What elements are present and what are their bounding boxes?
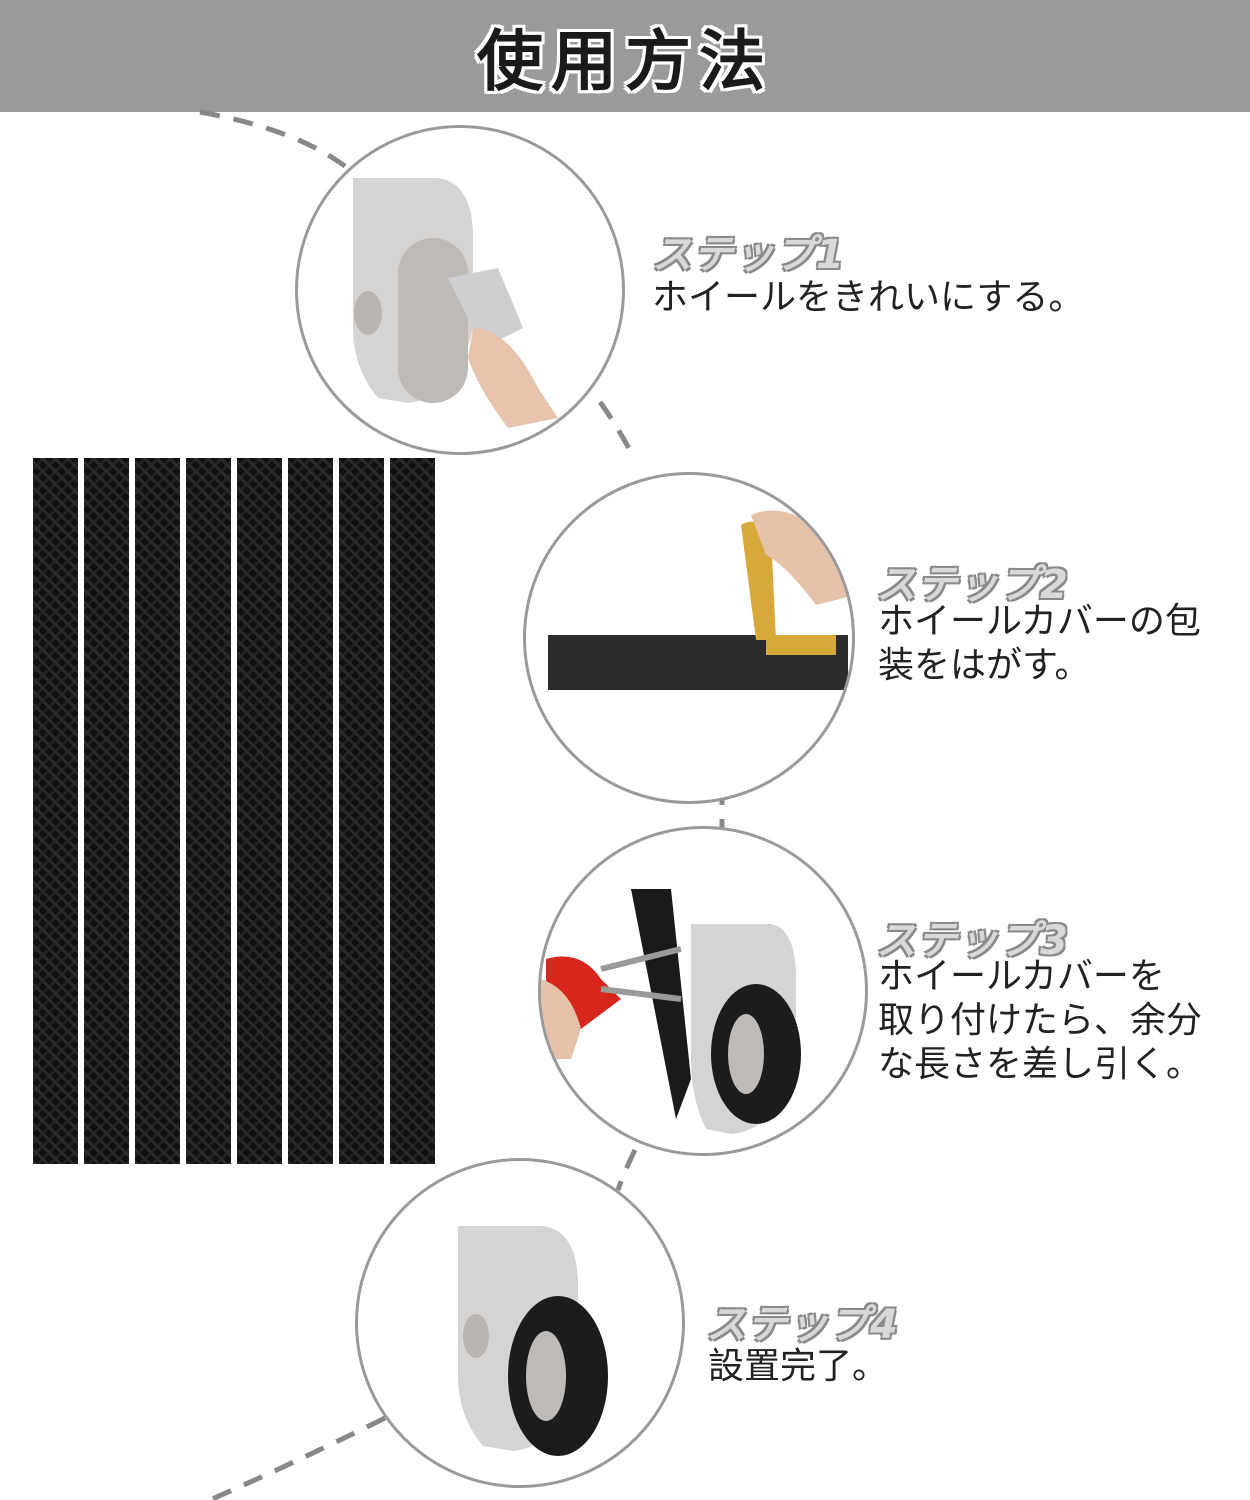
- strip: [135, 458, 180, 1164]
- wheel-cleaning-image: [353, 178, 558, 428]
- strip: [33, 458, 78, 1164]
- wheel-cover-strips: [33, 458, 441, 1164]
- strip: [237, 458, 282, 1164]
- step4-text: 設置完了。: [708, 1346, 889, 1387]
- page-title: 使用方法: [477, 23, 773, 100]
- step3-image: [538, 826, 868, 1156]
- step3-label: ステップ3: [876, 918, 1069, 964]
- step1-image: [295, 125, 625, 455]
- step4-label: ステップ4: [706, 1302, 899, 1348]
- installed-wheel-image: [458, 1226, 608, 1456]
- step1-label: ステップ1: [652, 232, 845, 278]
- strip: [339, 458, 384, 1164]
- peel-backing-image: [548, 510, 852, 690]
- strip: [288, 458, 333, 1164]
- step2-label: ステップ2: [876, 562, 1069, 608]
- strip: [84, 458, 129, 1164]
- step4-image: [355, 1158, 685, 1488]
- step2-image: [523, 472, 855, 804]
- step1-text: ホイールをきれいにする。: [652, 277, 1085, 318]
- step3-text: ホイールカバーを 取り付けたら、余分 な長さを差し引く。: [878, 956, 1203, 1085]
- strip: [186, 458, 231, 1164]
- cut-excess-image: [541, 889, 801, 1134]
- strip: [390, 458, 435, 1164]
- step2-text: ホイールカバーの包 装をはがす。: [878, 601, 1201, 686]
- header-bar: 使用方法: [0, 0, 1250, 112]
